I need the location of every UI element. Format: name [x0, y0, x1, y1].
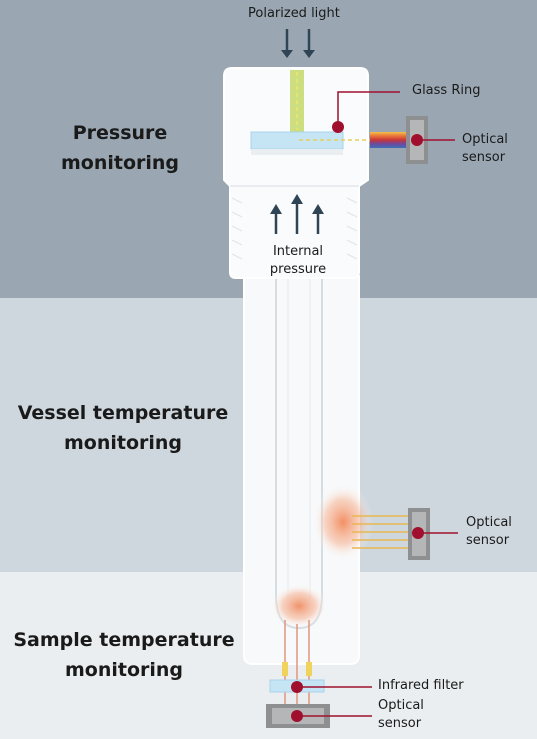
polarized-light-label: Polarized light — [248, 6, 340, 21]
glass-ring-label: Glass Ring — [412, 83, 481, 98]
vessel-sensor-marker — [412, 527, 424, 539]
pressure-section-title: Pressure monitoring — [60, 122, 180, 174]
rainbow-beam — [370, 132, 412, 148]
vessel-body — [243, 275, 360, 665]
sample-sensor-label: Optical sensor — [378, 698, 424, 731]
vessel-cap — [223, 67, 369, 279]
internal-pressure-label: Internal pressure — [269, 244, 327, 277]
sample-sensor-marker — [291, 710, 303, 722]
pressure-sensor-label: Optical sensor — [462, 132, 508, 165]
sample-section-title: Sample temperature monitoring — [13, 629, 235, 681]
vessel-ir-rays — [352, 515, 410, 549]
internal-pressure-arrows — [270, 194, 324, 234]
sample-heat-spot — [271, 584, 327, 628]
glass-ring-marker — [332, 121, 344, 133]
vessel-section-title: Vessel temperature monitoring — [17, 402, 229, 454]
vessel-sensor-label: Optical sensor — [466, 515, 512, 548]
infrared-filter-marker — [291, 681, 303, 693]
polarized-light-arrows — [281, 29, 315, 58]
infrared-filter-label: Infrared filter — [378, 678, 464, 693]
pressure-sensor-marker — [411, 134, 423, 146]
vessel-heat-spot — [313, 484, 373, 560]
